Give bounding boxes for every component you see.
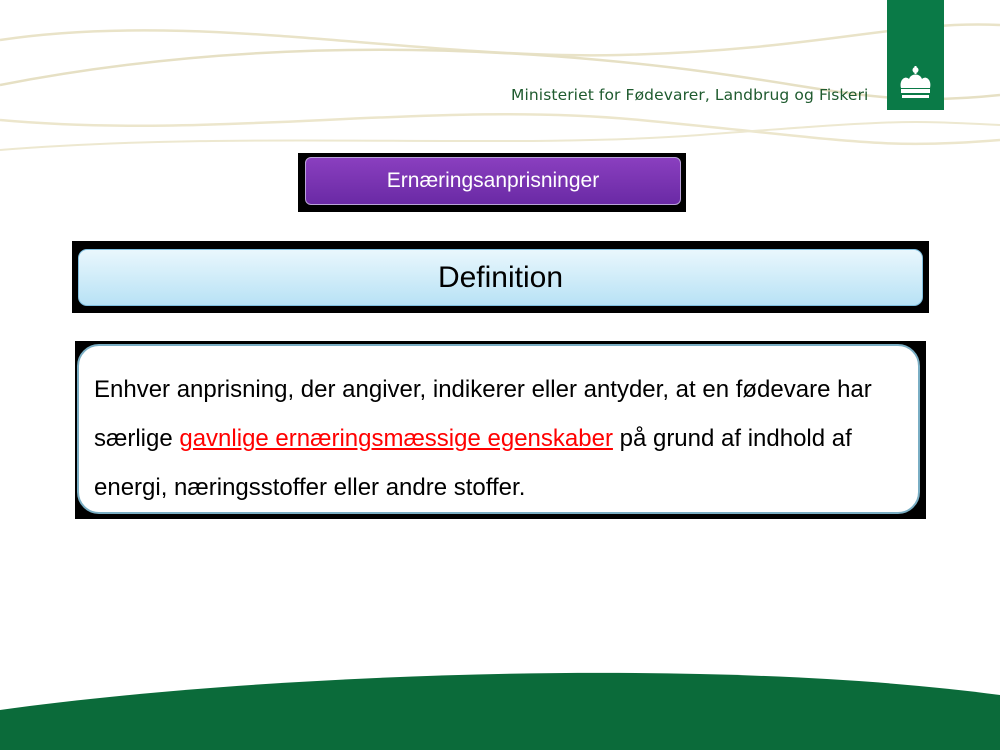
topic-label: Ernæringsanprisninger	[305, 157, 681, 205]
definition-text-part2: på grund af indhold af energi, næringsst…	[94, 425, 852, 501]
definition-text-part1: Enhver anprisning, der angiver, indikere…	[94, 376, 872, 452]
definition-highlight: gavnlige ernæringsmæssige egenskaber	[179, 425, 613, 452]
footer-green-band	[0, 672, 1000, 750]
decorative-wave-lines	[0, 23, 1000, 151]
heading-definition: Definition	[78, 249, 923, 306]
ministry-name: Ministeriet for Fødevarer, Landbrug og F…	[511, 86, 869, 104]
ministry-logo	[887, 0, 944, 110]
crown-icon	[900, 66, 931, 98]
definition-box	[77, 344, 920, 514]
definition-text: Enhver anprisning, der angiver, indikere…	[94, 365, 914, 512]
